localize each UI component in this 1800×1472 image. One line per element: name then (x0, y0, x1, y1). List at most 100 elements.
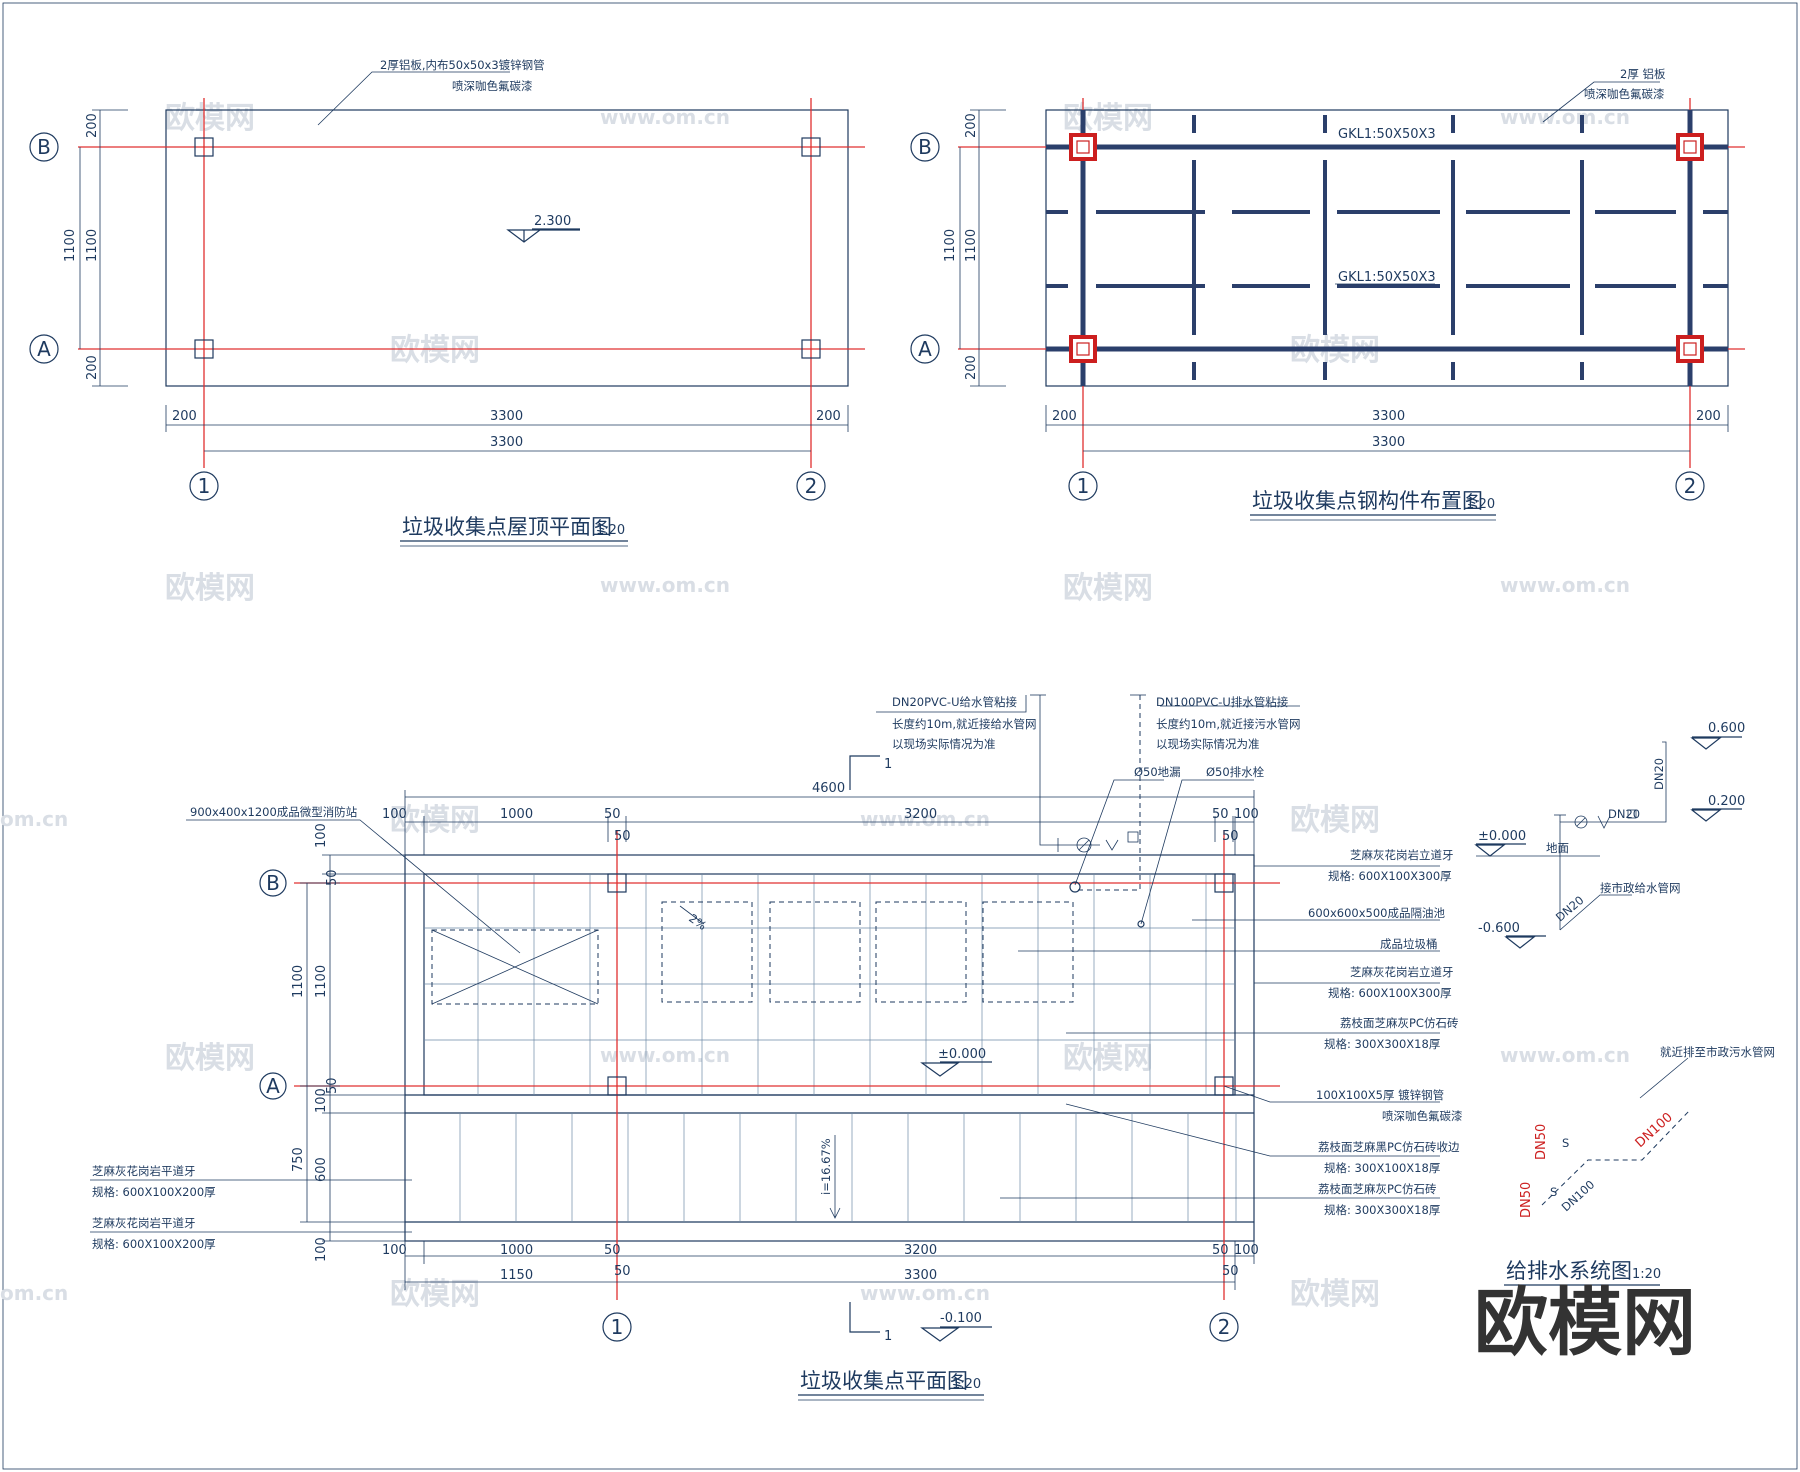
dim-label: 200 (816, 409, 841, 424)
dim-label: 50 (604, 1243, 621, 1258)
steel-note-line1: 2厚 铝板 (1620, 67, 1666, 81)
steel-note-line2: 喷深咖色氟碳漆 (1584, 87, 1665, 101)
roof-outline (165, 109, 849, 387)
watermarks: 欧模网 www.om.cn 欧模网 www.om.cn 欧模网 欧模网 欧模网 … (0, 101, 1630, 1312)
garbage-bin (875, 901, 967, 1003)
elevation-symbol (920, 1062, 960, 1077)
dim-label: 200 (85, 113, 100, 138)
dim-label: 1100 (85, 229, 100, 262)
pipe-dn20-vertical: DN20 (1652, 758, 1666, 790)
watermark-url: www.om.cn (1500, 105, 1630, 129)
dim-label: 1150 (500, 1268, 533, 1283)
dim-label: 100 (314, 823, 329, 848)
axis-label-b: B (266, 871, 280, 895)
dim-label: 1000 (500, 807, 533, 822)
axis-label-b: B (918, 135, 932, 159)
watermark-text: 欧模网 (1063, 1041, 1153, 1076)
plug-leader (1140, 779, 1254, 925)
water-meter (1076, 837, 1092, 853)
material-label: 600x600x500成品隔油池 (1308, 906, 1445, 920)
dim-label: 50 (614, 829, 631, 844)
elevation-symbol (1690, 737, 1722, 750)
watermark-url: www.om.cn (860, 807, 990, 831)
dim-label: 3300 (490, 435, 523, 450)
ground-plan: 2% ±0.000 i=16.67% -0.100 1 1 (90, 694, 1463, 1401)
dim-label: 50 (1212, 1243, 1229, 1258)
watermark-text: 欧模网 (1063, 571, 1153, 606)
material-label: 芝麻灰花岗岩平道牙 (92, 1164, 196, 1178)
watermark-text: 欧模网 (165, 101, 255, 136)
dim-label: 600 (314, 1157, 329, 1182)
material-label: 规格: 300X100X18厚 (1324, 1161, 1440, 1175)
watermark-text: 欧模网 (165, 571, 255, 606)
column (607, 1076, 627, 1096)
watermark-url: www.om.cn (600, 573, 730, 597)
s-mark: S (1562, 1136, 1569, 1150)
dim-label: 100 (314, 1237, 329, 1262)
pipe-dn20-horizontal: DN20 (1608, 807, 1640, 821)
pipe-leader (876, 695, 1027, 713)
dim-label: 50 (325, 1077, 340, 1094)
axis-bubble-1 (189, 471, 219, 501)
material-label: 荔枝面芝麻灰PC仿石砖 (1340, 1016, 1459, 1030)
elev-mid: 0.200 (1708, 794, 1745, 809)
water-meter (1574, 815, 1588, 829)
dim-label: 4600 (812, 781, 845, 796)
dim-label: 1100 (63, 229, 78, 262)
axis-bubble-1 (602, 1312, 632, 1342)
supply-lower (1559, 894, 1632, 931)
purlins-vertical (1192, 115, 1584, 380)
drain-plug (1137, 920, 1145, 928)
axis-bubble-a (29, 334, 59, 364)
connect-supply: 接市政给水管网 (1600, 881, 1681, 895)
dim-label: 50 (325, 869, 340, 886)
axis-label-a: A (266, 1074, 280, 1098)
column (1214, 873, 1234, 893)
ramp-slope: i=16.67% (819, 1138, 833, 1195)
axis-label-1: 1 (198, 474, 211, 498)
dim-label: 1100 (964, 229, 979, 262)
material-label: 规格: 300X300X18厚 (1324, 1037, 1440, 1051)
right-material-labels: 芝麻灰花岗岩立道牙 规格: 600X100X300厚 600x600x500成品… (1000, 848, 1463, 1217)
leader-line (1542, 81, 1660, 123)
roof-note-line1: 2厚铝板,内布50x50x3镀锌钢管 (380, 58, 545, 72)
pipe-dn100-a: DN100 (1633, 1110, 1676, 1151)
leader-line (186, 819, 521, 954)
steel-column (1676, 133, 1704, 161)
column-marker (801, 339, 821, 359)
axis-label-b: B (37, 135, 51, 159)
axis-label-2: 2 (1218, 1315, 1231, 1339)
steel-outline (1045, 109, 1729, 387)
roof-plan: 2.300 2厚铝板,内布50x50x3镀锌钢管 喷深咖色氟碳漆 200 330… (29, 58, 865, 547)
dim-label: 50 (1212, 807, 1229, 822)
purlins-horizontal (1046, 210, 1728, 288)
dim-label: 100 (382, 807, 407, 822)
brand-logo: 欧模网 (1474, 1280, 1696, 1366)
steel-column (1069, 133, 1097, 161)
ground-plan-scale: 1:20 (952, 1377, 981, 1392)
supply-riser (1559, 750, 1667, 930)
elevation-symbol (1690, 809, 1722, 822)
watermark-url: www.om.cn (600, 105, 730, 129)
material-label: 规格: 600X100X200厚 (92, 1185, 216, 1199)
dim-label: 3200 (904, 807, 937, 822)
dim-label: 1100 (943, 229, 958, 262)
supply-pipe-label-2: 长度约10m,就近接给水管网 (892, 717, 1037, 731)
axis-label-a: A (918, 337, 932, 361)
material-label: 100X100X5厚 镀锌钢管 (1316, 1088, 1444, 1102)
garbage-bin (661, 901, 753, 1003)
material-label: 规格: 600X100X300厚 (1328, 986, 1452, 1000)
material-label: 芝麻灰花岗岩立道牙 (1350, 965, 1454, 979)
drain-pipe (1075, 695, 1141, 891)
dim-label: 50 (604, 807, 621, 822)
column-marker (194, 339, 214, 359)
steel-columns (1069, 133, 1704, 363)
supply-pipe-label-3: 以现场实际情况为准 (892, 737, 996, 751)
watermark-url: om.cn (0, 807, 68, 831)
drain-leader (1074, 779, 1164, 886)
column (607, 873, 627, 893)
axis-bubble-2 (796, 471, 826, 501)
dim-label: 1100 (291, 965, 306, 998)
